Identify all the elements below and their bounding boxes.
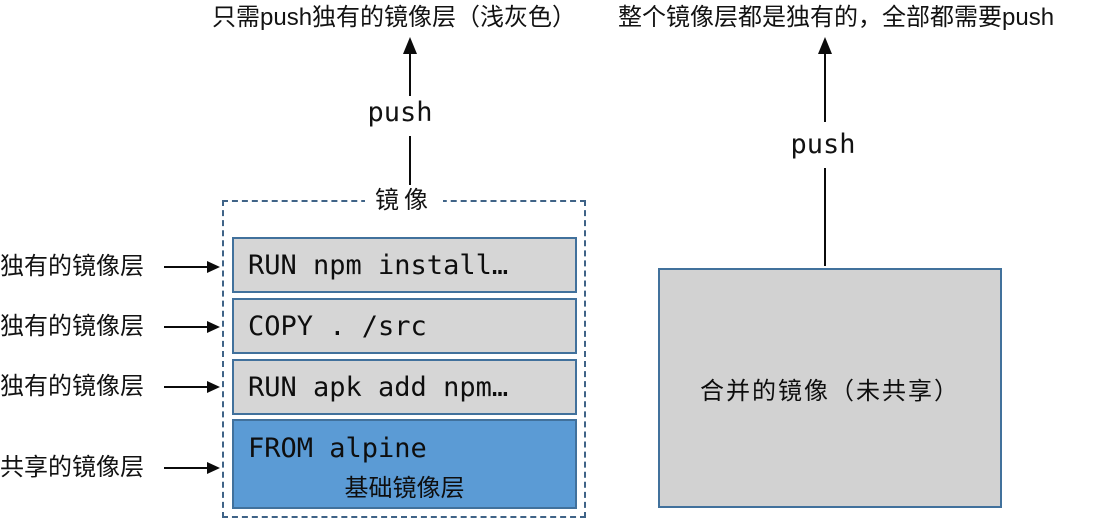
layer-copy-src: COPY . /src bbox=[232, 298, 577, 354]
layer-command: COPY . /src bbox=[248, 310, 427, 342]
image-group-title: 镜像 bbox=[365, 186, 443, 216]
base-layer-label: 基础镜像层 bbox=[344, 475, 465, 502]
layer-command: RUN apk add npm… bbox=[248, 371, 509, 403]
merged-image-label: 合并的镜像（未共享） bbox=[700, 377, 960, 405]
row-label-arrow-4 bbox=[164, 462, 220, 474]
layer-from-alpine: FROM alpine 基础镜像层 bbox=[232, 419, 577, 509]
row-label-arrow-3 bbox=[164, 381, 220, 393]
row-label-unique-3: 独有的镜像层 bbox=[0, 373, 144, 400]
caption-push-all-layers: 整个镜像层都是独有的，全部都需要push bbox=[618, 4, 1055, 31]
row-label-unique-2: 独有的镜像层 bbox=[0, 313, 144, 340]
layer-command: RUN npm install… bbox=[248, 249, 509, 281]
push-label-right: push bbox=[790, 129, 856, 160]
image-group-box: 镜像 RUN npm install… COPY . /src RUN apk … bbox=[222, 186, 586, 518]
right-push-up-arrow bbox=[818, 37, 832, 122]
layer-run-apk-add: RUN apk add npm… bbox=[232, 359, 577, 415]
layer-run-npm-install: RUN npm install… bbox=[232, 237, 577, 293]
row-label-shared: 共享的镜像层 bbox=[0, 454, 144, 481]
left-push-up-arrow bbox=[403, 37, 417, 96]
push-label-left: push bbox=[367, 97, 433, 128]
layer-stack: RUN npm install… COPY . /src RUN apk add… bbox=[232, 237, 577, 509]
row-label-unique-1: 独有的镜像层 bbox=[0, 253, 144, 280]
merged-image-box: 合并的镜像（未共享） bbox=[658, 268, 1002, 508]
row-label-arrow-2 bbox=[164, 321, 220, 333]
row-label-arrow-1 bbox=[164, 261, 220, 273]
caption-push-unique-layers: 只需push独有的镜像层（浅灰色） bbox=[212, 4, 577, 31]
layer-command: FROM alpine bbox=[248, 433, 427, 464]
